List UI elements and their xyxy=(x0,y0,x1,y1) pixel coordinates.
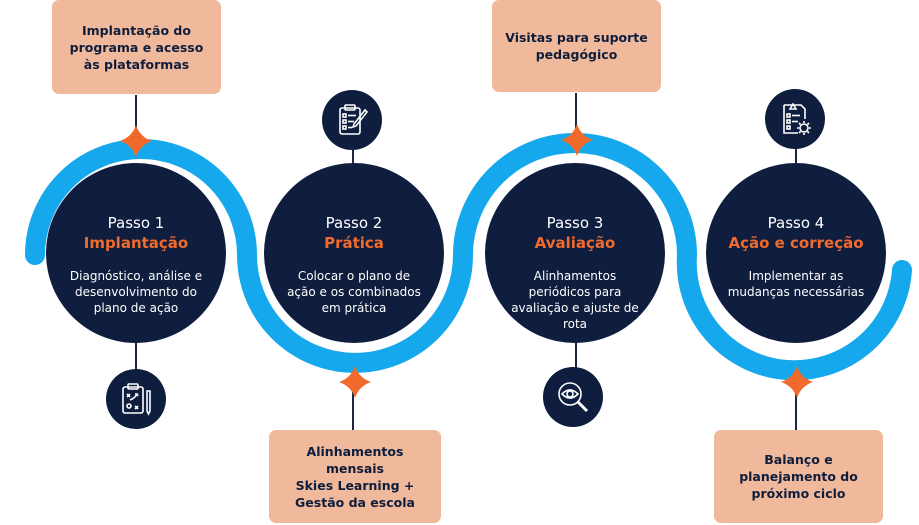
step-description: Diagnóstico, análise e desenvolvimento d… xyxy=(69,269,203,315)
milestone-box-2: Alinhamentos mensais Skies Learning + Ge… xyxy=(269,430,441,523)
step-description: Colocar o plano de ação e os combinados … xyxy=(287,269,421,315)
step-description: Alinhamentos periódicos para avaliação e… xyxy=(511,269,639,331)
step-circle-4: Passo 4 Ação e correção Implementar as m… xyxy=(706,163,886,343)
step-title: Implantação xyxy=(83,234,189,252)
step-title: Ação e correção xyxy=(728,234,864,252)
step-number: Passo 4 xyxy=(767,214,825,232)
milestone-text: Implantação do programa e acesso às plat… xyxy=(69,22,204,72)
milestone-box-3: Visitas para suporte pedagógico xyxy=(492,0,661,92)
checklist-pen-icon xyxy=(322,90,382,150)
milestone-star-1 xyxy=(120,125,152,157)
milestone-text: Visitas para suporte pedagógico xyxy=(505,30,648,62)
milestone-box-4: Balanço e planejamento do próximo ciclo xyxy=(714,430,883,523)
milestone-text: Balanço e planejamento do próximo ciclo xyxy=(739,452,858,501)
step-number: Passo 3 xyxy=(546,214,604,232)
milestone-star-3 xyxy=(561,124,593,156)
document-gear-icon xyxy=(765,89,825,149)
step-description: Implementar as mudanças necessárias xyxy=(727,269,865,299)
step-number: Passo 1 xyxy=(107,214,165,232)
step-title: Avaliação xyxy=(534,234,616,252)
step-circle-2: Passo 2 Prática Colocar o plano de ação … xyxy=(264,163,444,343)
eye-magnifier-icon xyxy=(543,367,603,427)
step-circle-3: Passo 3 Avaliação Alinhamentos periódico… xyxy=(485,163,665,343)
milestone-box-1: Implantação do programa e acesso às plat… xyxy=(52,0,221,94)
step-title: Prática xyxy=(324,234,384,252)
strategy-clipboard-icon xyxy=(106,369,166,429)
step-circle-1: Passo 1 Implantação Diagnóstico, análise… xyxy=(46,163,226,343)
milestone-star-2 xyxy=(339,366,371,398)
step-number: Passo 2 xyxy=(325,214,383,232)
milestone-star-4 xyxy=(781,366,813,398)
milestone-text: Alinhamentos mensais Skies Learning + Ge… xyxy=(295,443,415,510)
